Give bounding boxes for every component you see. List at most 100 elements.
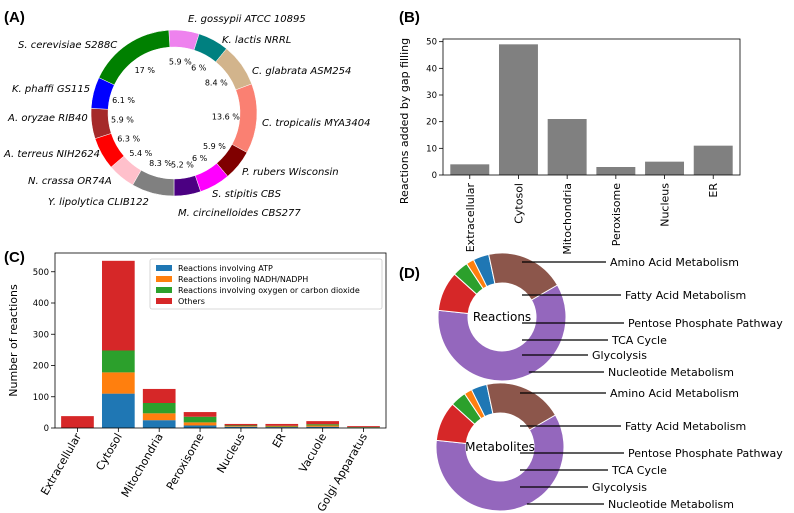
stacked-bar-segment — [142, 413, 176, 421]
slice-label: A. terreus NIH2624 — [3, 149, 100, 160]
slice-label: K. phaffi GS115 — [12, 84, 90, 95]
stacked-bar-segment — [265, 426, 299, 428]
x-tick-label: Nucleus — [659, 183, 672, 227]
panel-label-b: (B) — [399, 9, 420, 26]
donut-slice — [437, 273, 478, 314]
donut-slice — [90, 77, 115, 110]
x-tick-label: Cytosol — [93, 431, 125, 473]
bar — [645, 161, 685, 175]
slice-label: K. lactis NRRL — [222, 35, 291, 46]
slice-percent-label: 5.9 % — [203, 142, 226, 151]
bar — [547, 119, 587, 175]
x-tick-label: Nucleus — [214, 431, 247, 476]
y-tick-label: 10 — [426, 144, 437, 154]
panel-label-c: (C) — [4, 249, 25, 266]
pie-slice-label: Glycolysis — [592, 349, 647, 362]
stacked-bar-segment — [224, 425, 258, 427]
donut-center-label: Metabolites — [465, 440, 535, 454]
panel-label-d: (D) — [399, 265, 420, 282]
plot-frame — [442, 38, 741, 176]
donut-slice — [215, 48, 253, 91]
stacked-bar-segment — [61, 416, 94, 428]
slice-percent-label: 17 % — [135, 66, 156, 75]
legend-swatch — [156, 265, 172, 271]
slice-percent-label: 6 % — [192, 154, 208, 163]
y-tick-label: 500 — [33, 268, 49, 278]
slice-label: C. glabrata ASM254 — [252, 66, 351, 77]
stacked-bar-segment — [101, 372, 135, 394]
slice-percent-label: 6.3 % — [117, 134, 140, 143]
donut-slice — [216, 144, 248, 177]
stacked-bar-segment — [183, 425, 217, 428]
stacked-bar-segment — [183, 412, 217, 417]
x-tick-label: Extracellular — [38, 431, 84, 498]
pie-slice-label: TCA Cycle — [611, 464, 667, 477]
y-axis-label: Reactions added by gap filling — [398, 38, 411, 204]
bar — [596, 167, 636, 175]
donut-slice — [231, 83, 258, 153]
donut-slice — [173, 175, 201, 197]
x-tick-label: Mitochondria — [561, 183, 574, 255]
donut-slice — [194, 162, 229, 192]
pie-slice-label: Nucleotide Metabolism — [608, 498, 734, 511]
stacked-bar-segment — [142, 420, 176, 428]
donut-center-label: Reactions — [473, 310, 531, 324]
bar — [450, 164, 490, 175]
pie-slice-label: Nucleotide Metabolism — [608, 366, 734, 379]
legend-entry: Reactions involving ATP — [178, 264, 273, 273]
stacked-bar-segment — [101, 393, 135, 428]
x-tick-label: Peroxisome — [164, 431, 207, 492]
stacked-bar-segment — [224, 423, 258, 426]
slice-percent-label: 6 % — [191, 63, 207, 72]
stacked-bar-segment — [347, 426, 380, 428]
stacked-bar-segment — [306, 425, 340, 427]
legend-swatch — [156, 298, 172, 304]
stacked-bar-segment — [306, 424, 340, 426]
donut-slice — [110, 155, 142, 186]
donut-slice — [451, 392, 482, 425]
slice-label: Y. lipolytica CLIB122 — [48, 197, 149, 208]
stacked-bar-segment — [101, 350, 135, 373]
donut-slice — [488, 252, 559, 301]
slice-percent-label: 5.2 % — [171, 160, 194, 169]
pie-slice-label: Pentose Phosphate Pathway — [628, 447, 783, 460]
stacked-bar-segment — [101, 260, 135, 351]
slice-label: C. tropicalis MYA3404 — [262, 118, 370, 129]
pie-slice-label: Pentose Phosphate Pathway — [628, 317, 783, 330]
x-tick-label: ER — [270, 431, 289, 450]
slice-percent-label: 5.4 % — [129, 149, 152, 158]
legend-swatch — [156, 287, 172, 293]
donut-slice — [453, 262, 484, 295]
y-tick-label: 30 — [426, 91, 437, 101]
donut-slice — [470, 383, 494, 418]
pie-slice-label: Fatty Acid Metabolism — [625, 289, 746, 302]
pie-slice-label: Amino Acid Metabolism — [610, 387, 739, 400]
stacked-bar-segment — [265, 423, 299, 426]
stacked-bar-segment — [183, 416, 217, 423]
donut-slice — [90, 108, 112, 139]
stacked-bar-segment — [183, 422, 217, 426]
legend-swatch — [156, 276, 172, 282]
y-tick-label: 300 — [33, 330, 49, 340]
y-tick-label: 0 — [44, 424, 49, 434]
x-tick-label: Cytosol — [512, 183, 525, 224]
donut-slice — [486, 382, 557, 431]
donut-slice — [132, 169, 175, 197]
slice-label: S. cerevisiae S288C — [18, 40, 117, 51]
slice-percent-label: 8.4 % — [205, 79, 228, 88]
y-tick-label: 400 — [33, 299, 49, 309]
bar — [498, 44, 538, 176]
stacked-bar-segment — [265, 427, 299, 428]
slice-percent-label: 5.9 % — [111, 116, 134, 125]
x-tick-label: ER — [707, 183, 720, 198]
legend-entry: Reactions involving oxygen or carbon dio… — [178, 286, 360, 295]
stacked-bar-segment — [224, 426, 258, 427]
x-tick-label: Extracellular — [464, 183, 477, 253]
pie-slice-label: TCA Cycle — [611, 334, 667, 347]
pie-slice-label: Amino Acid Metabolism — [610, 256, 739, 269]
donut-slice — [94, 133, 125, 168]
stacked-bar-segment — [142, 388, 176, 403]
